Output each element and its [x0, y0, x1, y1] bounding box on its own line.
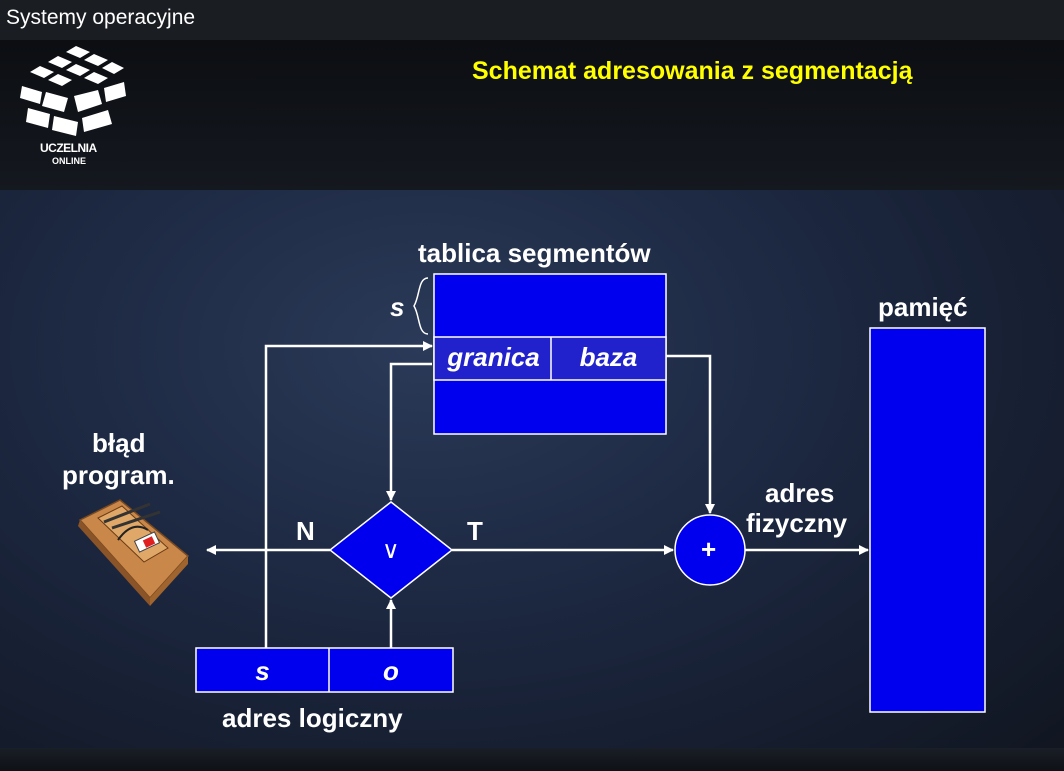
mousetrap-icon — [78, 499, 190, 606]
yes-branch-label: T — [467, 516, 483, 546]
app-title: Systemy operacyjne — [6, 6, 196, 29]
row-brace-icon — [413, 277, 429, 335]
limit-arrow — [386, 362, 432, 501]
physical-address-label-line2: fizyczny — [746, 508, 848, 538]
logical-segment-field: s — [255, 656, 270, 686]
logo-text-line1: UCZELNIA — [40, 141, 97, 155]
comparator-diamond — [328, 501, 454, 599]
logical-offset-field: o — [383, 656, 399, 686]
uczelnia-logo-icon — [20, 46, 126, 136]
bottom-bar — [0, 748, 1064, 771]
logical-address-label: adres logiczny — [222, 703, 403, 733]
error-label-line2: program. — [62, 460, 175, 490]
base-field: baza — [579, 342, 638, 372]
segment-table-label: tablica segmentów — [418, 238, 651, 268]
no-branch-label: N — [296, 516, 315, 546]
top-bar — [0, 0, 1064, 40]
memory-label: pamięć — [878, 292, 968, 322]
limit-field: granica — [447, 342, 540, 372]
header-band — [0, 40, 1064, 190]
base-arrow — [666, 354, 715, 514]
slide-title: Schemat adresowania z segmentacją — [472, 57, 913, 85]
segment-index-label: s — [390, 292, 405, 322]
physical-address-label-line1: adres — [765, 478, 835, 508]
logical-address-box — [195, 647, 454, 693]
segment-table-selected-row — [433, 336, 667, 381]
logo-text-line2: ONLINE — [52, 156, 87, 166]
compare-symbol: ∨ — [382, 537, 400, 564]
adder-symbol: + — [701, 534, 717, 564]
segment-index-arrow — [264, 341, 433, 648]
error-label-line1: błąd — [92, 428, 146, 458]
memory-block — [869, 327, 986, 713]
